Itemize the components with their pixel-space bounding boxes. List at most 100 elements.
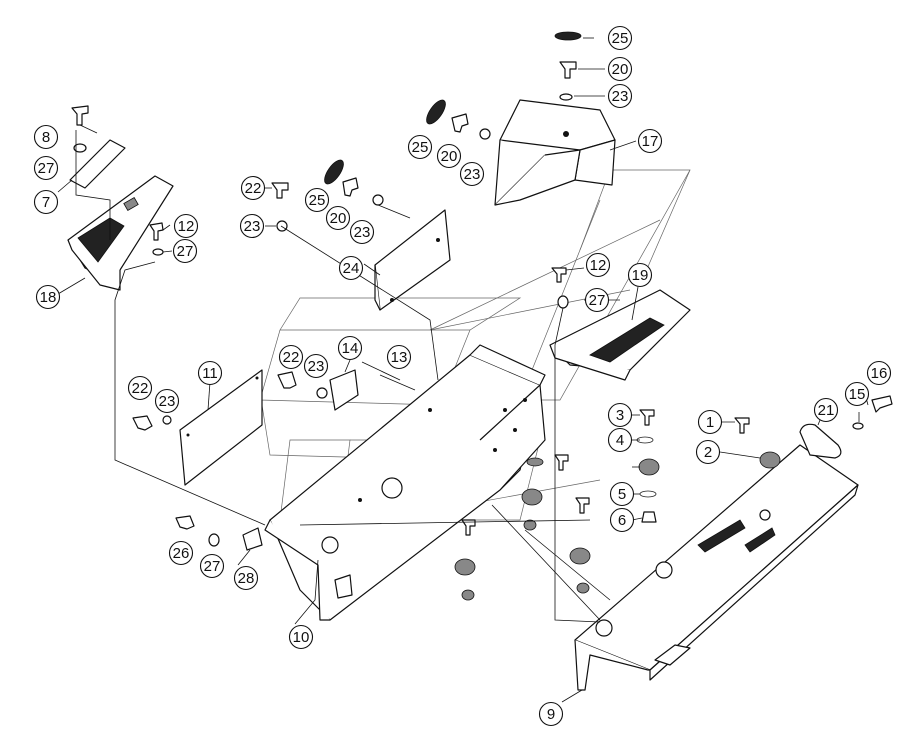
callout-label: 28 [238,570,255,587]
angle-plate [374,209,451,311]
callout-label: 3 [616,407,624,424]
callout-label: 22 [245,180,262,197]
callout-7: 7 [33,189,59,215]
callout-label: 19 [632,267,649,284]
side-panel [179,369,263,486]
callout-label: 23 [612,88,629,105]
callout-23: 23 [459,161,485,187]
right-step-plate [549,289,691,381]
callout-16: 16 [866,360,892,386]
callout-label: 25 [309,192,326,209]
callout-label: 16 [871,365,888,382]
callout-18: 18 [35,284,61,310]
callout-label: 20 [330,210,347,227]
callout-label: 10 [293,629,310,646]
callout-25: 25 [607,25,633,51]
callout-label: 11 [202,365,218,382]
callout-label: 17 [642,133,659,150]
callout-label: 22 [283,349,300,366]
callout-23: 23 [239,213,265,239]
callout-label: 23 [464,166,481,183]
callout-label: 15 [849,386,866,403]
callout-label: 14 [342,340,359,357]
main-frame [264,344,546,621]
callout-2: 2 [695,439,721,465]
callout-label: 23 [244,218,261,235]
callout-label: 25 [412,139,429,156]
callout-23: 23 [303,353,329,379]
callout-label: 27 [589,292,606,309]
callout-label: 18 [40,289,57,306]
callout-14: 14 [337,335,363,361]
callout-label: 20 [441,148,458,165]
small-plate [69,139,126,189]
callout-label: 13 [391,349,408,366]
callout-label: 27 [38,160,55,177]
top-cover [494,99,616,206]
callout-12: 12 [173,213,199,239]
leader-lines [57,37,869,703]
callout-label: 1 [706,414,714,431]
callout-label: 20 [612,61,629,78]
callout-9: 9 [538,701,564,727]
left-step-plate [67,175,174,291]
callout-label: 26 [173,545,190,562]
callout-label: 12 [590,257,607,274]
callout-10: 10 [288,624,314,650]
callout-label: 27 [177,243,194,260]
callout-20: 20 [436,143,462,169]
callout-22: 22 [278,344,304,370]
callout-21: 21 [813,397,839,423]
callout-label: 8 [42,129,50,146]
callout-17: 17 [637,128,663,154]
callout-13: 13 [386,344,412,370]
callout-label: 25 [612,30,629,47]
callout-23: 23 [607,83,633,109]
callout-label: 5 [618,486,626,503]
callout-23: 23 [349,219,375,245]
callout-15: 15 [844,381,870,407]
callout-6: 6 [609,507,635,533]
callout-label: 23 [354,224,371,241]
callout-26: 26 [168,540,194,566]
vibration-mounts [454,436,781,601]
callout-24: 24 [338,255,364,281]
callout-1: 1 [697,409,723,435]
callout-label: 2 [704,444,712,461]
bracket [329,369,359,411]
callout-12: 12 [585,252,611,278]
callout-label: 12 [178,218,195,235]
callout-22: 22 [240,175,266,201]
callout-label: 7 [42,194,50,211]
callout-8: 8 [33,124,59,150]
callout-balloons: 1234567891011121213141516171819202020212… [33,25,892,727]
gasket [242,527,263,551]
callout-label: 22 [132,380,149,397]
callout-label: 6 [618,512,626,529]
callout-25: 25 [304,187,330,213]
callout-label: 27 [204,558,221,575]
callout-label: 24 [343,260,360,277]
callout-28: 28 [233,565,259,591]
callout-label: 21 [818,402,835,419]
callout-27: 27 [172,238,198,264]
callout-27: 27 [33,155,59,181]
callout-19: 19 [627,262,653,288]
callout-23: 23 [154,388,180,414]
callout-4: 4 [607,427,633,453]
callout-3: 3 [607,402,633,428]
callout-label: 23 [308,358,325,375]
callout-11: 11 [197,360,223,386]
fasteners [71,31,893,547]
callout-27: 27 [584,287,610,313]
callout-20: 20 [607,56,633,82]
handle [799,423,842,459]
callout-label: 4 [616,432,624,449]
callout-20: 20 [325,205,351,231]
callout-label: 9 [547,706,555,723]
callout-5: 5 [609,481,635,507]
callout-label: 23 [159,393,176,410]
callout-27: 27 [199,553,225,579]
